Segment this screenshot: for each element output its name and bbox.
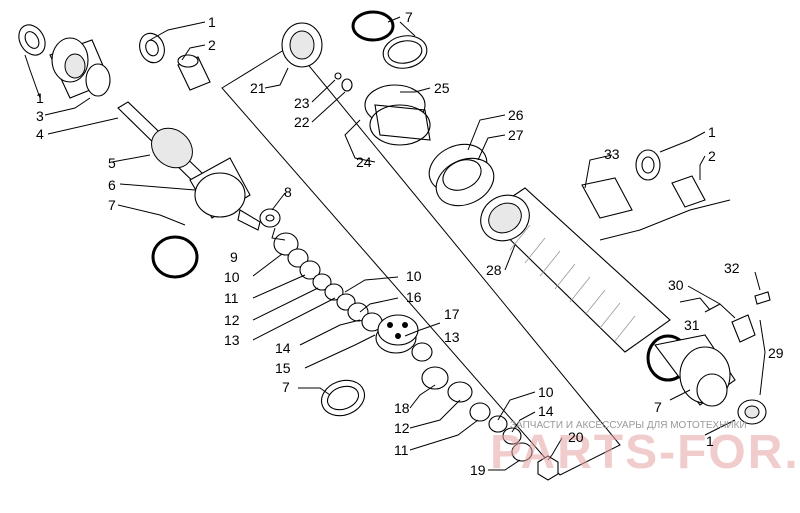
- upper-mount-group: [18, 24, 261, 231]
- part-label: 27: [508, 127, 524, 143]
- watermark-brand: PARTS-FOR.RU: [490, 426, 800, 479]
- part-label: 11: [224, 290, 239, 306]
- part-label: 13: [444, 329, 460, 345]
- part-label: 1: [708, 124, 716, 140]
- part-labels: 1 2 1 3 4 5 6 7 8 9 10 11 12 13 21 7 23 …: [36, 9, 784, 478]
- part-label: 26: [508, 107, 524, 123]
- part-label: 20: [568, 429, 584, 445]
- part-label: 12: [394, 420, 410, 436]
- part-label: 3: [36, 108, 44, 124]
- part-label: 7: [108, 197, 116, 213]
- part-label: 10: [538, 384, 554, 400]
- part-label: 29: [768, 345, 784, 361]
- part-label: 22: [294, 114, 310, 130]
- part-label: 33: [604, 146, 620, 162]
- part-label: 13: [224, 332, 240, 348]
- part-label: 9: [230, 249, 238, 265]
- shock-body: [480, 149, 771, 425]
- leader-lines: [24, 16, 766, 471]
- watermark-caption: ЗАПЧАСТИ И АКСЕССУАРЫ ДЛЯ МОТОТЕХНИКИ: [510, 420, 747, 431]
- part-label: 23: [294, 95, 310, 111]
- part-label: 25: [434, 80, 450, 96]
- part-label: 30: [668, 277, 684, 293]
- part-label: 1: [208, 14, 216, 30]
- part-label: 21: [250, 80, 266, 96]
- part-label: 10: [406, 268, 422, 284]
- part-label: 11: [394, 442, 409, 458]
- assembly-frame: [221, 44, 621, 476]
- part-label: 7: [405, 9, 413, 25]
- part-label: 24: [356, 154, 372, 170]
- part-label: 2: [208, 37, 216, 53]
- part-label: 32: [724, 260, 740, 276]
- o-rings: [151, 10, 690, 382]
- part-label: 8: [284, 184, 292, 200]
- valve-stack: [259, 208, 559, 481]
- part-label: 15: [275, 360, 291, 376]
- part-label: 5: [108, 155, 116, 171]
- part-label: 19: [470, 462, 486, 478]
- part-label: 2: [708, 148, 716, 164]
- part-label: 16: [406, 289, 422, 305]
- part-label: 6: [108, 177, 116, 193]
- part-label: 31: [684, 317, 700, 333]
- part-label: 18: [394, 400, 410, 416]
- part-label: 17: [444, 306, 460, 322]
- part-label: 7: [282, 379, 290, 395]
- body-top-group: [281, 22, 495, 207]
- part-label: 14: [275, 340, 291, 356]
- part-label: 1: [36, 90, 44, 106]
- part-label: 7: [654, 399, 662, 415]
- part-label: 10: [224, 269, 240, 285]
- part-label: 1: [706, 433, 714, 449]
- part-label: 4: [36, 126, 44, 142]
- part-label: 12: [224, 312, 240, 328]
- watermark: PARTS-FOR.RU ЗАПЧАСТИ И АКСЕССУАРЫ ДЛЯ М…: [490, 420, 800, 479]
- part-label: 28: [486, 262, 502, 278]
- part-label: 14: [538, 403, 554, 419]
